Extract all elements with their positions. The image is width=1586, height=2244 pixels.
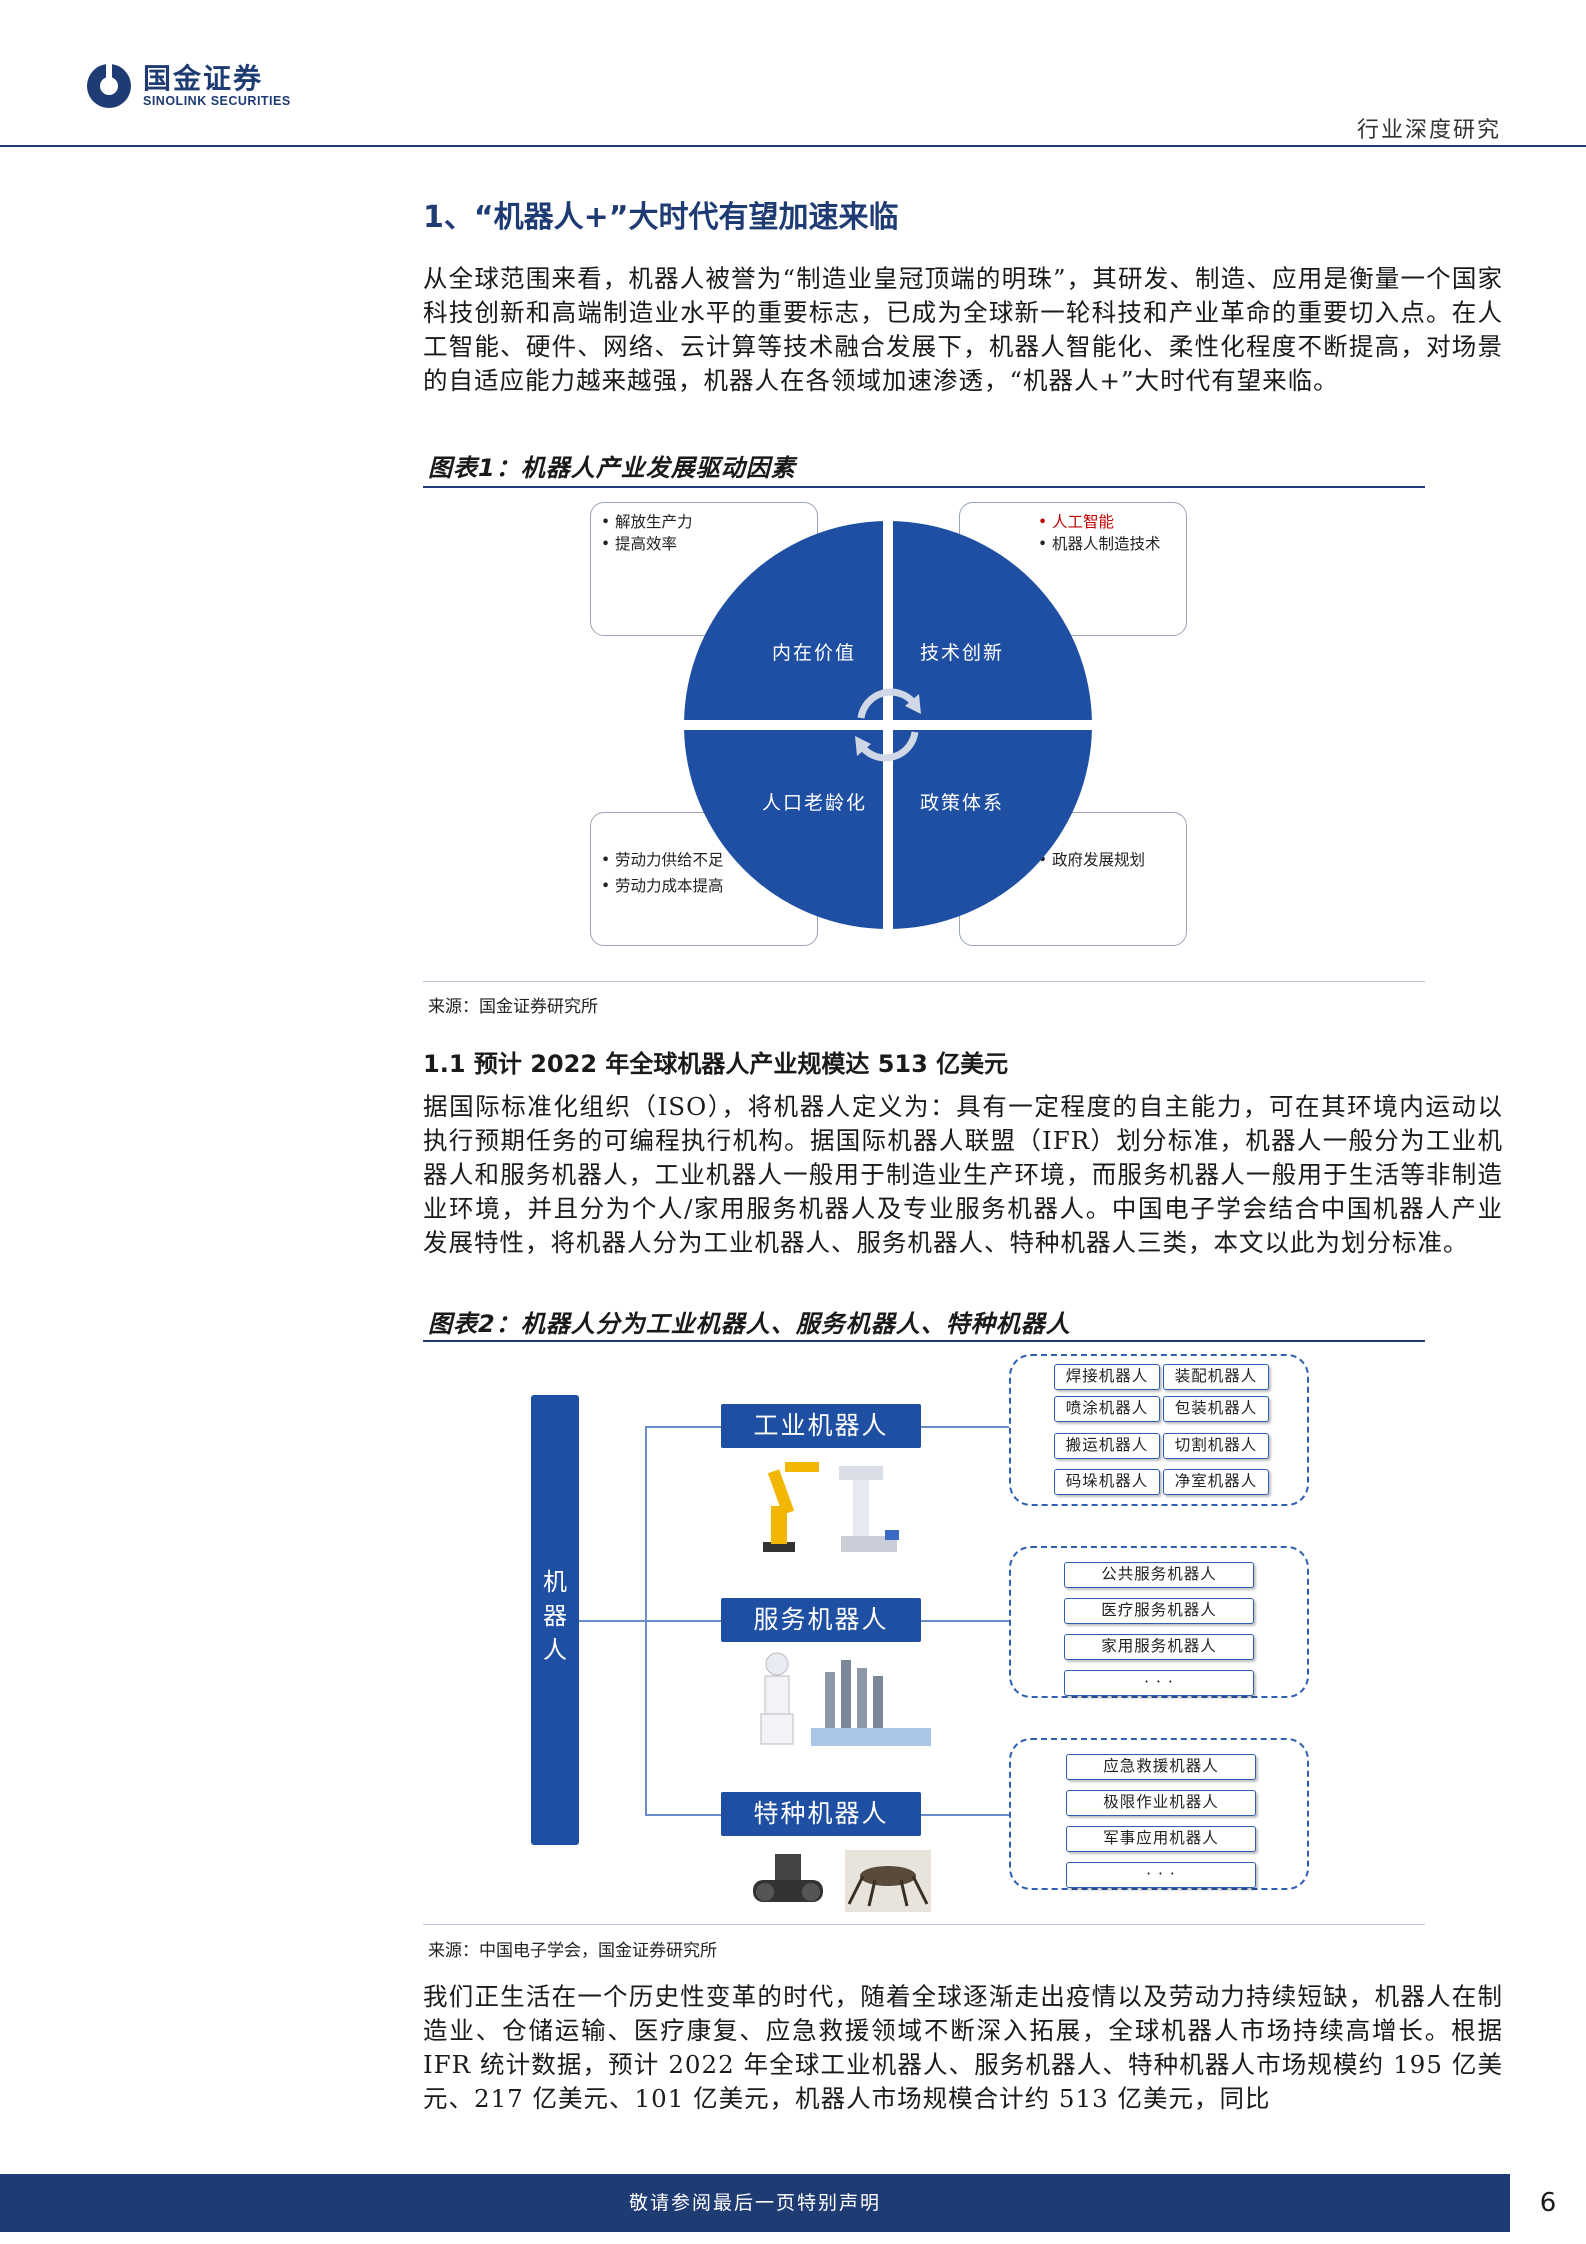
connector xyxy=(645,1620,721,1622)
industrial-item: 装配机器人 xyxy=(1163,1364,1269,1390)
classification-diagram: 机器人 工业机器人 服务机器人 特种机器人 xyxy=(423,1340,1425,1915)
bullet-text: 机器人制造技术 xyxy=(1052,535,1161,553)
industrial-item: 搬运机器人 xyxy=(1054,1433,1160,1459)
driver-circle xyxy=(681,518,1095,932)
sinolink-logo-icon xyxy=(87,64,131,108)
company-logo: 国金证券 SINOLINK SECURITIES xyxy=(85,62,291,110)
service-item: 公共服务机器人 xyxy=(1064,1562,1254,1588)
header-divider xyxy=(0,145,1586,147)
bullet-text: 政府发展规划 xyxy=(1052,851,1146,869)
cycle-arrow-icon xyxy=(860,731,919,762)
connector xyxy=(579,1620,645,1622)
root-char: 机器人 xyxy=(543,1568,567,1664)
special-robot-icon xyxy=(753,1850,931,1912)
industrial-item: 码垛机器人 xyxy=(1054,1469,1160,1495)
report-category: 行业深度研究 xyxy=(1356,118,1501,143)
figure-title: 图表1：机器人产业发展驱动因素 xyxy=(428,454,796,482)
subsection-title: 1.1 预计 2022 年全球机器人产业规模达 513 亿美元 xyxy=(423,1050,1009,1078)
special-item: 军事应用机器人 xyxy=(1066,1826,1256,1852)
driver-diagram: •解放生产力 •提高效率 •人工智能 •机器人制造技术 •劳动力供给不足 •劳动… xyxy=(423,490,1425,980)
root-node xyxy=(531,1395,579,1845)
service-robot-icon xyxy=(760,1652,931,1746)
quadrant-policy: 政策体系 xyxy=(920,792,1005,814)
connector xyxy=(645,1426,721,1428)
bullet-text: 劳动力成本提高 xyxy=(615,877,724,895)
logo-english-name: SINOLINK SECURITIES xyxy=(143,94,291,108)
section-paragraph: 从全球范围来看，机器人被誉为“制造业皇冠顶端的明珠”，其研发、制造、应用是衡量一… xyxy=(423,264,1503,395)
industrial-robot-icon xyxy=(763,1462,899,1552)
bullet-text: 劳动力供给不足 xyxy=(615,851,724,869)
quadrant-intrinsic-value: 内在价值 xyxy=(772,642,857,664)
connector xyxy=(921,1620,1009,1622)
service-item: 医疗服务机器人 xyxy=(1064,1598,1254,1624)
industrial-item: 净室机器人 xyxy=(1163,1469,1269,1495)
section-title: 1、“机器人+”大时代有望加速来临 xyxy=(423,200,899,235)
connector xyxy=(645,1814,721,1816)
category-service: 服务机器人 xyxy=(721,1598,921,1642)
special-item: 极限作业机器人 xyxy=(1066,1790,1256,1816)
category-industrial: 工业机器人 xyxy=(721,1404,921,1448)
industrial-item: 切割机器人 xyxy=(1163,1433,1269,1459)
service-item: · · · xyxy=(1064,1670,1254,1696)
special-item: · · · xyxy=(1066,1862,1256,1888)
connector xyxy=(921,1426,1009,1428)
figure-title: 图表2：机器人分为工业机器人、服务机器人、特种机器人 xyxy=(428,1310,1071,1338)
box-tech-innovation: •人工智能 •机器人制造技术 xyxy=(959,502,1187,636)
footer-bar xyxy=(0,2174,1510,2232)
figure-source: 来源：国金证券研究所 xyxy=(428,997,598,1017)
quadrant-aging-population: 人口老龄化 xyxy=(762,792,868,814)
industrial-item: 包装机器人 xyxy=(1163,1396,1269,1422)
quadrant-tech-innovation: 技术创新 xyxy=(920,642,1005,664)
service-item: 家用服务机器人 xyxy=(1064,1634,1254,1660)
connector xyxy=(921,1814,1009,1816)
special-item: 应急救援机器人 xyxy=(1066,1754,1256,1780)
figure-bottom-rule xyxy=(423,1924,1425,1925)
bullet-text: 解放生产力 xyxy=(615,513,693,531)
industrial-item: 焊接机器人 xyxy=(1054,1364,1160,1390)
figure-bottom-rule xyxy=(423,981,1425,982)
industrial-item: 喷涂机器人 xyxy=(1054,1396,1160,1422)
logo-chinese-name: 国金证券 xyxy=(143,62,264,95)
footer-notice: 敬请参阅最后一页特别声明 xyxy=(628,2192,881,2214)
figure-rule xyxy=(423,486,1425,488)
page-number: 6 xyxy=(1539,2188,1557,2218)
closing-paragraph: 我们正生活在一个历史性变革的时代，随着全球逐渐走出疫情以及劳动力持续短缺，机器人… xyxy=(423,1982,1503,2113)
figure-source: 来源：中国电子学会，国金证券研究所 xyxy=(428,1941,717,1961)
figure-rule xyxy=(423,1340,1425,1342)
subsection-paragraph: 据国际标准化组织（ISO），将机器人定义为：具有一定程度的自主能力，可在其环境内… xyxy=(423,1092,1503,1257)
category-special: 特种机器人 xyxy=(721,1792,921,1836)
bullet-text: 人工智能 xyxy=(1052,513,1115,531)
root-label: 机器人 xyxy=(531,1565,579,1667)
bullet-text: 提高效率 xyxy=(615,535,678,553)
cycle-arrow-icon xyxy=(857,688,916,719)
